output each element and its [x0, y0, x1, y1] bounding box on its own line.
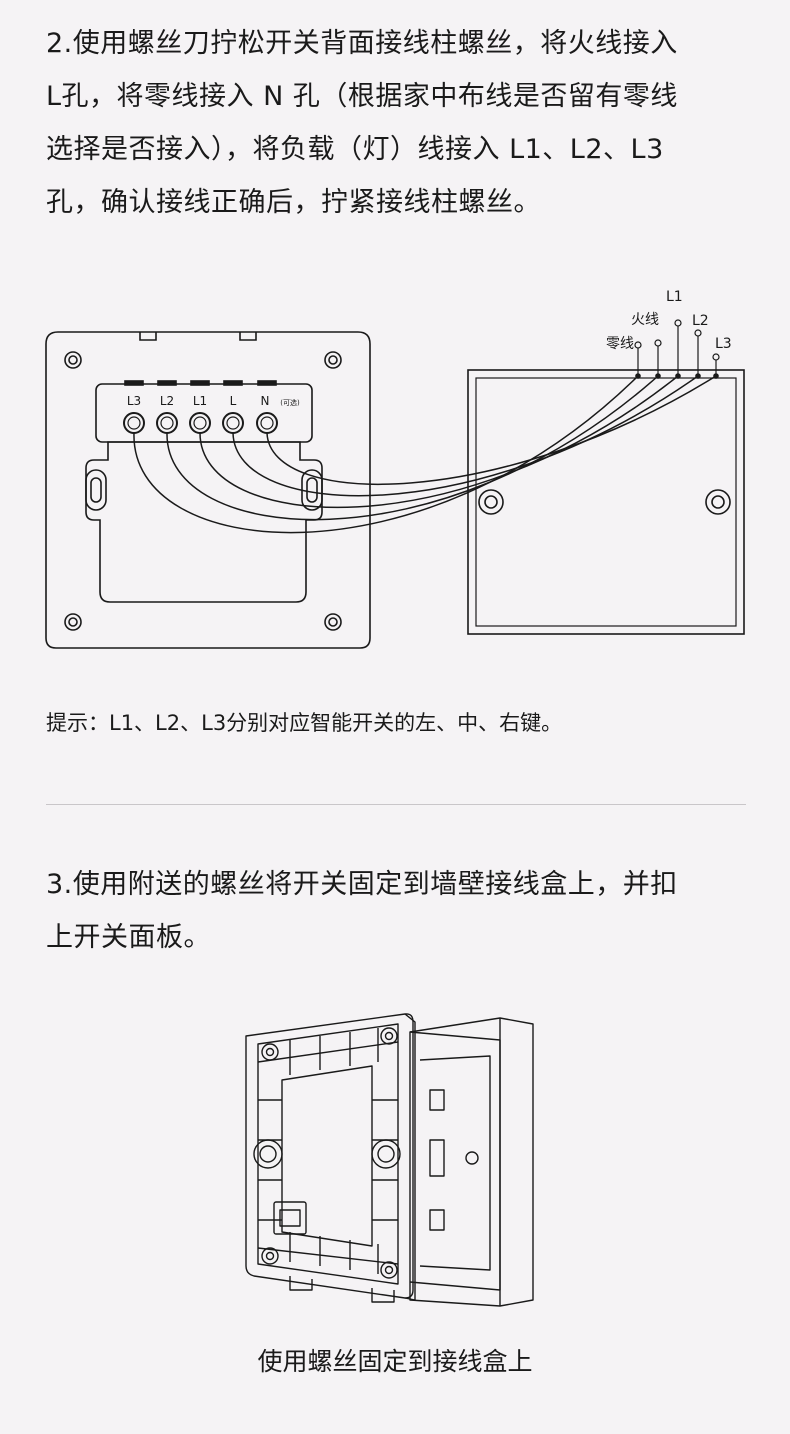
mounting-slot	[85, 469, 107, 511]
wire-label-l2: L2	[692, 313, 709, 329]
step-3-instructions: 3.使用附送的螺丝将开关固定到墙壁接线盒上，并扣 上开关面板。	[46, 858, 756, 964]
step-2-line: L孔，将零线接入 N 孔（根据家中布线是否留有零线	[46, 81, 678, 112]
corner-hole	[324, 613, 342, 631]
wire-label-live: 火线	[631, 312, 659, 328]
wire-label-l1: L1	[666, 289, 683, 305]
wire-live	[232, 375, 699, 497]
switch-plate-notch	[139, 332, 157, 341]
wire-l3	[133, 375, 639, 534]
step-2-instructions: 2.使用螺丝刀拧松开关背面接线柱螺丝，将火线接入 L孔，将零线接入 N 孔（根据…	[46, 17, 756, 229]
step-2-line: 孔，确认接线正确后，拧紧接线柱螺丝。	[46, 187, 541, 218]
junction-box-hole	[705, 489, 731, 515]
tip-note: 提示：L1、L2、L3分别对应智能开关的左、中、右键。	[46, 711, 563, 735]
optional-note: (可选)	[280, 398, 300, 407]
terminal-label-l1: L1	[193, 394, 207, 408]
wall-box	[409, 1017, 534, 1307]
switch-frame	[245, 1013, 414, 1299]
mounting-illustration	[245, 1013, 534, 1307]
inner-recess	[85, 441, 323, 603]
wire-l2	[166, 375, 659, 521]
step-2-line: 2.使用螺丝刀拧松开关背面接线柱螺丝，将火线接入	[46, 28, 678, 59]
section-divider	[46, 804, 746, 805]
corner-hole	[64, 613, 82, 631]
terminal-label-n: N	[261, 394, 270, 408]
terminal-label-l2: L2	[160, 394, 174, 408]
corner-hole	[64, 351, 82, 369]
switch-back-plate	[45, 331, 371, 649]
step-2-line: 选择是否接入），将负载（灯）线接入 L1、L2、L3	[46, 134, 664, 165]
wire-l1	[199, 375, 679, 509]
wire-label-neutral: 零线	[606, 336, 634, 352]
terminal-label-l: L	[230, 394, 237, 408]
junction-box	[467, 369, 745, 635]
illustration-caption: 使用螺丝固定到接线盒上	[257, 1347, 533, 1376]
step-3-line: 3.使用附送的螺丝将开关固定到墙壁接线盒上，并扣	[46, 869, 678, 900]
wire-neutral	[266, 375, 717, 485]
corner-hole	[324, 351, 342, 369]
terminal-label-l3: L3	[127, 394, 141, 408]
wiring-diagram: L3 L2 L1 L N (可选)	[45, 289, 745, 649]
wire-label-l3: L3	[715, 336, 732, 352]
step-3-line: 上开关面板。	[46, 922, 211, 953]
junction-box-hole	[478, 489, 504, 515]
